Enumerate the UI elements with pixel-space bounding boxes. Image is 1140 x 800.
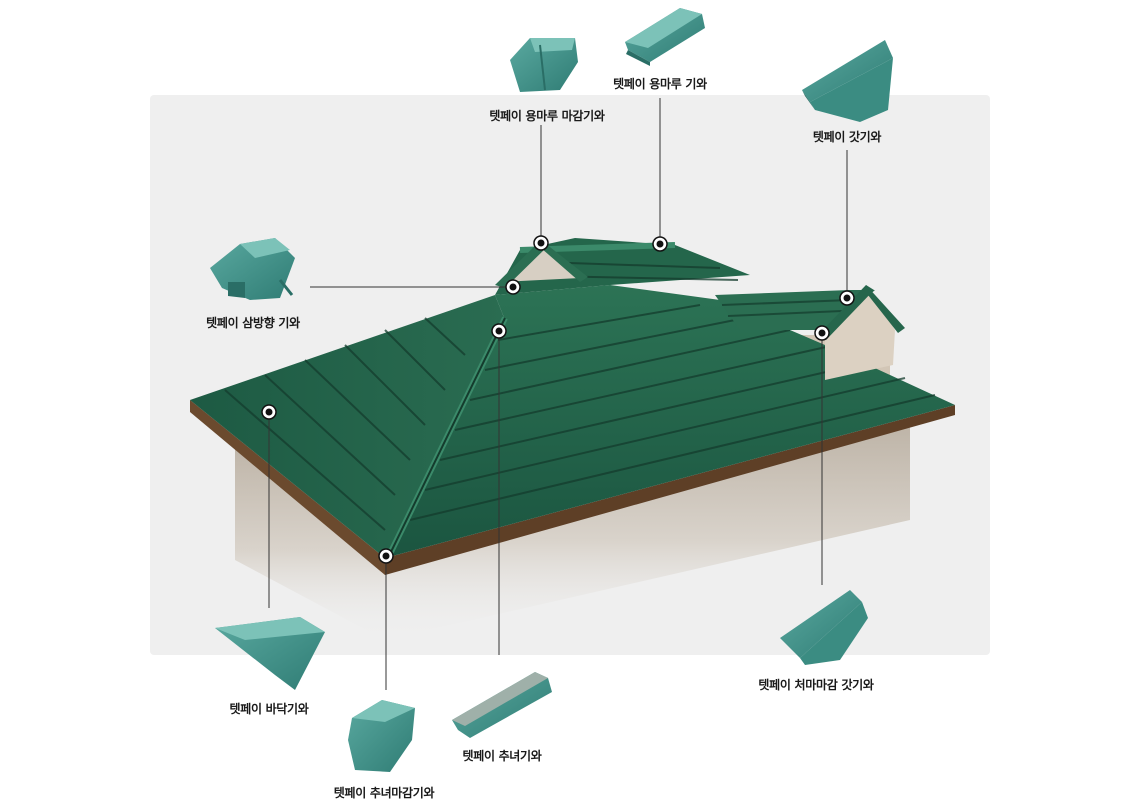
eave-gable-tile-icon [780,590,868,665]
fascia-boards [190,400,955,575]
roof-front-plane [385,285,955,558]
ridge-end-tile-icon [510,38,578,92]
base-tile-icon [215,617,325,690]
ridge-tile-icon [625,8,705,66]
label-three-way-tile: 텟페이 삼방향 기와 [206,316,300,330]
three-way-tile-icon [210,238,295,300]
hip-tile-icon [452,672,552,738]
label-gable-tile: 텟페이 갓기와 [812,130,882,144]
main-roof [190,238,955,560]
roof-left-plane [190,295,505,558]
roof-back-plane [495,238,750,295]
left-dormer [495,240,588,288]
leader-lines [268,98,848,690]
label-hip-end-tile: 텟페이 추녀마감기와 [333,786,435,800]
label-eave-gable-tile: 텟페이 처마마감 갓기와 [758,678,874,692]
label-base-tile: 텟페이 바닥기와 [229,702,309,716]
label-ridge-tile: 텟페이 용마루 기와 [613,77,707,91]
markers [261,235,855,564]
hip-end-tile-icon [348,700,415,772]
label-ridge-end-tile: 텟페이 용마루 마감기와 [489,109,605,123]
right-dormer [715,285,905,380]
gable-tile-icon [802,40,893,122]
label-hip-tile: 텟페이 추녀기와 [462,749,542,763]
